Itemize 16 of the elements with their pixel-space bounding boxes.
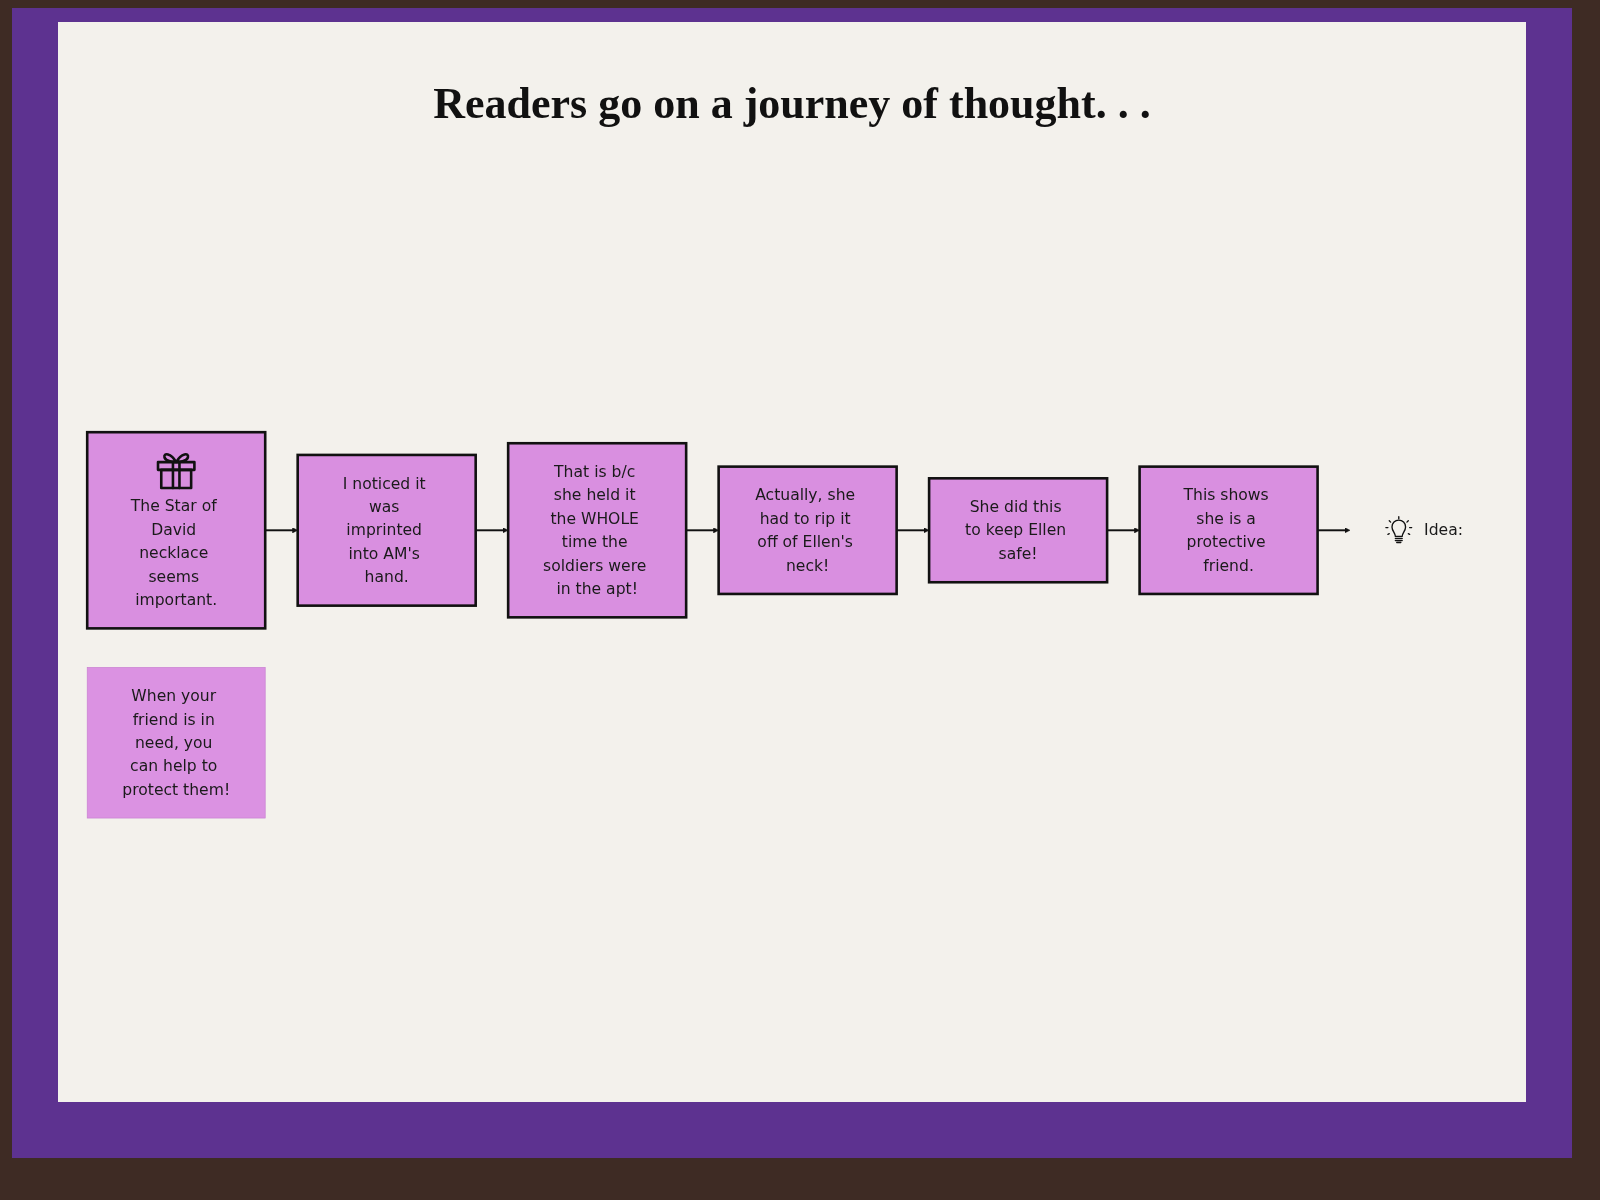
note-text: That is b/c she held it the WHOLE time the soldiers were in the apt! <box>543 462 648 598</box>
note-text: This shows she is a protective friend. <box>1183 485 1270 575</box>
note-text: She did this to keep Ellen safe! <box>965 497 1068 563</box>
note-text: When your friend is in need, you can help to protect them! <box>122 686 231 799</box>
note-text: Actually, she had to rip it off of Ellen's neck! <box>755 485 857 575</box>
label-text: Idea: <box>1424 520 1463 539</box>
sticky-note <box>86 666 266 819</box>
sticky-note <box>717 465 898 596</box>
sticky-note <box>85 430 267 630</box>
sticky-note <box>927 476 1109 584</box>
note-text: The Star of David necklace seems important. <box>130 497 219 609</box>
sticky-note <box>296 453 477 607</box>
title: Readers go on a journey of thought. . . <box>433 78 1151 129</box>
sticky-note <box>1138 465 1319 596</box>
sticky-note <box>506 441 688 619</box>
note-text: I noticed it was imprinted into AM's hand. <box>342 474 427 586</box>
